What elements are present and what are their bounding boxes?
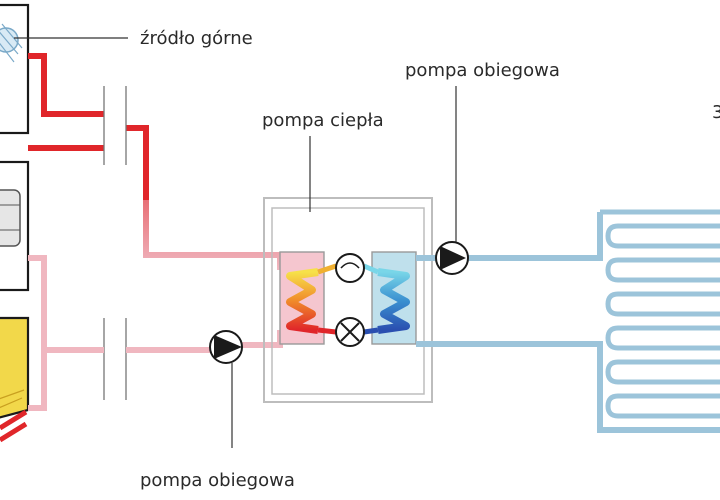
heat-exchanger-panel xyxy=(0,316,30,443)
refrigerant-loop xyxy=(317,263,379,335)
compressor-icon xyxy=(335,253,365,283)
circ-pump-bottom-label: pompa obiegowa xyxy=(140,470,295,491)
circ-pump-top-label: pompa obiegowa xyxy=(405,60,560,81)
heat-pump-housing xyxy=(263,197,433,403)
label-circ-pump-top: pompa obiegowa xyxy=(405,60,560,242)
condenser xyxy=(371,251,417,345)
pump-icon-bottom xyxy=(209,330,243,364)
pipe-break-marks xyxy=(103,86,127,400)
return-pipes-left xyxy=(28,255,283,411)
compressor-unit xyxy=(0,160,30,292)
pump-icon-top xyxy=(435,241,469,275)
label-upper-source: źródło górne xyxy=(14,28,253,49)
expansion-valve-icon xyxy=(335,317,365,347)
label-heat-pump: pompa ciepła xyxy=(262,110,384,212)
secondary-pipes xyxy=(416,212,720,433)
floor-heating-coil xyxy=(600,209,720,419)
heat-pump-label: pompa ciepła xyxy=(262,110,384,131)
edge-mark: 3 xyxy=(712,102,720,123)
upper-source-unit xyxy=(0,3,30,135)
label-circ-pump-bottom: pompa obiegowa xyxy=(140,363,295,491)
upper-source-label: źródło górne xyxy=(140,28,253,49)
evaporator xyxy=(279,251,325,345)
supply-pipes-left xyxy=(28,53,283,270)
